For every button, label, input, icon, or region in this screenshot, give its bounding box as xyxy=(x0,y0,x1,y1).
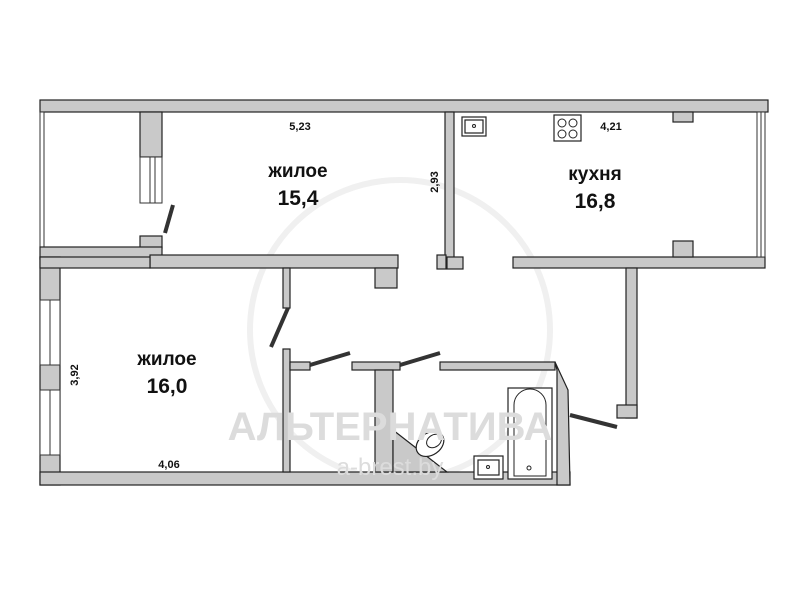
watermark-site: a-brest.by xyxy=(337,454,444,481)
watermark-brand: АЛЬТЕРНАТИВА xyxy=(228,405,553,449)
walls xyxy=(39,99,769,486)
room-area: 15,4 xyxy=(278,187,319,210)
room-name: жилое xyxy=(267,161,327,182)
window xyxy=(139,156,163,204)
labels: жилое 15,4 кухня 16,8 жилое 16,0 5,23 2,… xyxy=(69,121,622,471)
dimension-label: 4,21 xyxy=(600,121,621,133)
watermark: АЛЬТЕРНАТИВА a-brest.by xyxy=(228,405,553,481)
room-area: 16,8 xyxy=(575,190,616,213)
bathroom-sink-icon xyxy=(473,455,504,480)
bathtub-icon xyxy=(507,387,553,480)
dimension-label: 3,92 xyxy=(69,364,81,385)
balcony-window xyxy=(39,111,45,248)
dimension-label: 4,06 xyxy=(158,459,179,471)
fixtures xyxy=(415,114,582,480)
stove-icon xyxy=(553,114,582,142)
room-name: кухня xyxy=(568,164,621,185)
toilet-icon xyxy=(415,430,445,458)
room-name: жилое xyxy=(136,349,196,370)
dimension-label: 2,93 xyxy=(429,171,441,192)
kitchen-sink-icon xyxy=(461,116,487,137)
doors xyxy=(163,204,618,429)
room-area: 16,0 xyxy=(147,375,188,398)
dimension-label: 5,23 xyxy=(289,121,310,133)
